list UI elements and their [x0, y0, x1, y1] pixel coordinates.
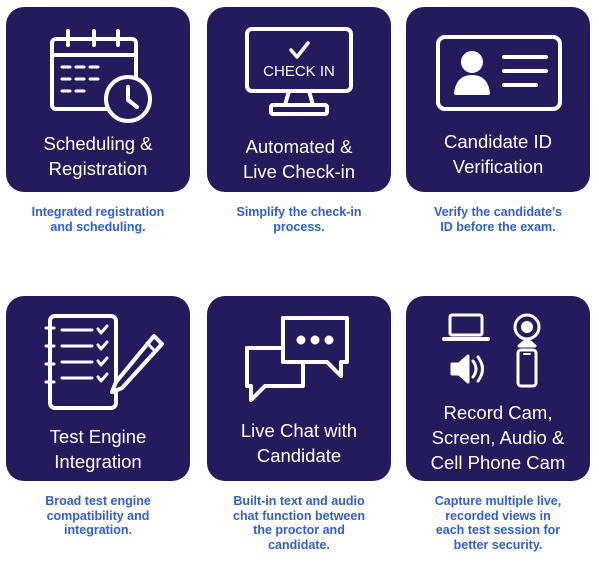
monitor-check-in-icon: [207, 7, 391, 192]
card-title: Live Chat with Candidate: [240, 420, 358, 466]
check-in-screen-label: CHECK IN: [263, 63, 335, 80]
feature-card-id-verification: Candidate ID Verification: [406, 7, 590, 192]
card-title: Automated & Live Check-in: [242, 136, 356, 182]
feature-caption: Integrated registration and scheduling.: [31, 205, 165, 234]
feature-card-scheduling: Scheduling & Registration: [6, 7, 190, 192]
feature-caption: Capture multiple live, recorded views in…: [434, 494, 562, 552]
speaker-icon: [450, 354, 484, 384]
laptop-icon: [442, 313, 490, 341]
chat-bubbles-icon: [207, 296, 391, 481]
card-title: Scheduling & Registration: [43, 133, 153, 179]
checklist-pen-icon: [6, 296, 190, 481]
feature-caption: Verify the candidate's ID before the exa…: [433, 205, 563, 234]
webcam-icon: [513, 313, 541, 348]
feature-card-check-in: CHECK IN Automated & Live Check-in: [207, 7, 391, 192]
feature-card-recording: Record Cam, Screen, Audio & Cell Phone C…: [406, 296, 590, 481]
feature-caption: Broad test engine compatibility and inte…: [45, 494, 151, 537]
cell-phone-icon: [516, 348, 538, 388]
feature-card-live-chat: Live Chat with Candidate: [207, 296, 391, 481]
card-title: Test Engine Integration: [49, 426, 147, 472]
calendar-clock-icon: [6, 7, 190, 192]
id-card-icon: [406, 7, 590, 192]
feature-caption: Built-in text and audio chat function be…: [233, 494, 365, 552]
card-title: Record Cam, Screen, Audio & Cell Phone C…: [430, 402, 566, 473]
card-title: Candidate ID Verification: [444, 131, 552, 177]
recording-devices-icon: [406, 296, 590, 481]
feature-caption: Simplify the check-in process.: [236, 205, 362, 234]
feature-card-test-engine: Test Engine Integration: [6, 296, 190, 481]
